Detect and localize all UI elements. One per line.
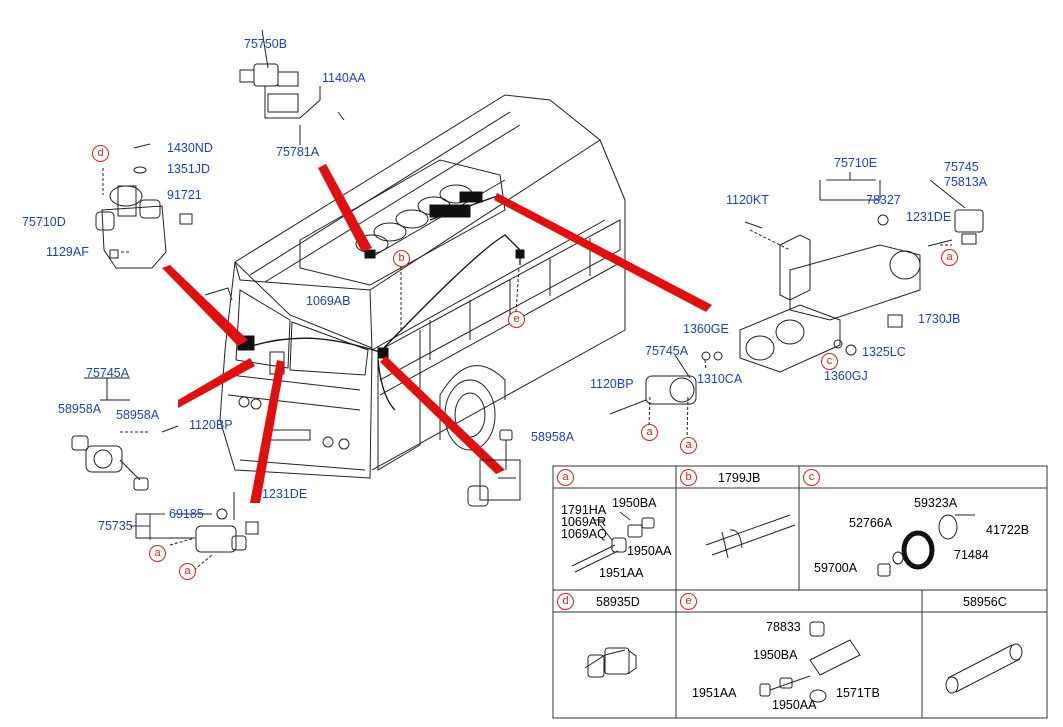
cell-a-part-1951AA: 1951AA	[599, 566, 644, 580]
part-label-1231DE-right: 1231DE	[906, 210, 952, 224]
ref-bubble-d-top: d	[92, 145, 109, 162]
cell-d-connector	[584, 647, 637, 678]
valve-75710D	[95, 143, 193, 269]
bus-part-markers	[237, 191, 525, 359]
label-brackets	[130, 179, 876, 540]
ref-bubble-c-right: c	[821, 353, 838, 370]
table-header-c-letter: c	[803, 469, 820, 486]
cell-a-part-1069AR: 1069AR	[561, 515, 607, 529]
part-label-1310CA: 1310CA	[697, 372, 743, 386]
part-label-75781A: 75781A	[276, 145, 320, 159]
part-label-78327: 78327	[866, 193, 901, 207]
part-label-1430ND: 1430ND	[167, 141, 213, 155]
part-label-1129AF: 1129AF	[46, 245, 89, 259]
part-label-1120BP-left: 1120BP	[189, 418, 233, 432]
part-label-75745A-center: 75745A	[645, 344, 689, 358]
ref-bubble-a-left2: a	[179, 563, 196, 580]
part-label-1351JD: 1351JD	[167, 162, 211, 176]
part-label-1325LC: 1325LC	[862, 345, 906, 359]
part-label-75745A-left: 75745A	[86, 366, 130, 380]
part-label-69185: 69185	[169, 507, 204, 521]
cell-c-part-59323A: 59323A	[914, 496, 958, 510]
cell-e-tee-fitting	[759, 621, 861, 703]
cell-a-part-1950BA: 1950BA	[612, 496, 657, 510]
cell-e-part-1950AA: 1950AA	[772, 698, 817, 712]
table-header-d-part: 58935D	[596, 595, 640, 609]
part-label-75735: 75735	[98, 519, 133, 533]
part-label-1730JB: 1730JB	[918, 312, 961, 326]
valve-assembly-75710E	[701, 172, 984, 373]
cell-e-part-1571TB: 1571TB	[836, 686, 880, 700]
part-label-58958A-left2: 58958A	[116, 408, 160, 422]
cell-f-sleeve	[945, 643, 1023, 694]
table-header-b-letter: b	[680, 469, 697, 486]
cell-a-part-1791HA: 1791HA	[561, 503, 607, 517]
legend-table	[552, 465, 1048, 719]
ref-bubble-a-right: a	[941, 249, 958, 266]
table-header-b-part: 1799JB	[718, 471, 761, 485]
part-label-91721: 91721	[167, 188, 202, 202]
cell-e-part-1950BA: 1950BA	[753, 648, 798, 662]
ref-bubble-e-bus: e	[508, 311, 525, 328]
air-line-harness	[244, 194, 521, 411]
cell-e-part-78833: 78833	[766, 620, 801, 634]
valve-75735	[135, 492, 259, 553]
table-header-e-letter: e	[680, 593, 697, 610]
valve-58958A-right	[467, 429, 521, 507]
part-label-75710D: 75710D	[22, 215, 66, 229]
part-label-1120BP-center: 1120BP	[590, 377, 634, 391]
part-label-58958A-middle: 58958A	[531, 430, 575, 444]
table-header-d-letter: d	[557, 593, 574, 610]
ref-bubble-a-center1: a	[641, 424, 658, 441]
cell-e-part-1951AA: 1951AA	[692, 686, 737, 700]
valve-75750B	[239, 29, 345, 145]
dashed-leaders	[102, 168, 952, 571]
cell-c-seals	[877, 514, 975, 577]
valve-75745A-center	[609, 354, 697, 415]
ref-bubble-a-center2: a	[680, 437, 697, 454]
red-pointers	[162, 164, 712, 503]
cell-c-part-71484: 71484	[954, 548, 989, 562]
table-header-f-part: 58956C	[963, 595, 1007, 609]
part-label-1231DE-middle: 1231DE	[262, 487, 308, 501]
part-label-1120KT: 1120KT	[726, 193, 769, 207]
cell-c-part-59700A: 59700A	[814, 561, 858, 575]
cell-b-hose	[705, 514, 796, 559]
part-label-1069AB: 1069AB	[306, 294, 351, 308]
cell-c-part-41722B: 41722B	[986, 523, 1030, 537]
part-label-1140AA: 1140AA	[322, 71, 366, 85]
part-label-1360GJ: 1360GJ	[824, 369, 868, 383]
part-label-75745: 75745	[944, 160, 979, 174]
part-label-58958A-left1: 58958A	[58, 402, 102, 416]
part-label-75710E: 75710E	[834, 156, 878, 170]
cell-a-fittings	[571, 517, 655, 573]
part-label-1360GE: 1360GE	[683, 322, 729, 336]
valve-group-75745A-left	[71, 377, 179, 491]
cell-a-part-1069AQ: 1069AQ	[561, 527, 607, 541]
part-label-75750B: 75750B	[244, 37, 288, 51]
table-header-a-letter: a	[557, 469, 574, 486]
ref-bubble-a-left1: a	[149, 545, 166, 562]
cell-a-part-1950AA: 1950AA	[627, 544, 672, 558]
ref-bubble-b-bus: b	[393, 250, 410, 267]
part-label-75813A: 75813A	[944, 175, 988, 189]
cell-c-part-52766A: 52766A	[849, 516, 893, 530]
